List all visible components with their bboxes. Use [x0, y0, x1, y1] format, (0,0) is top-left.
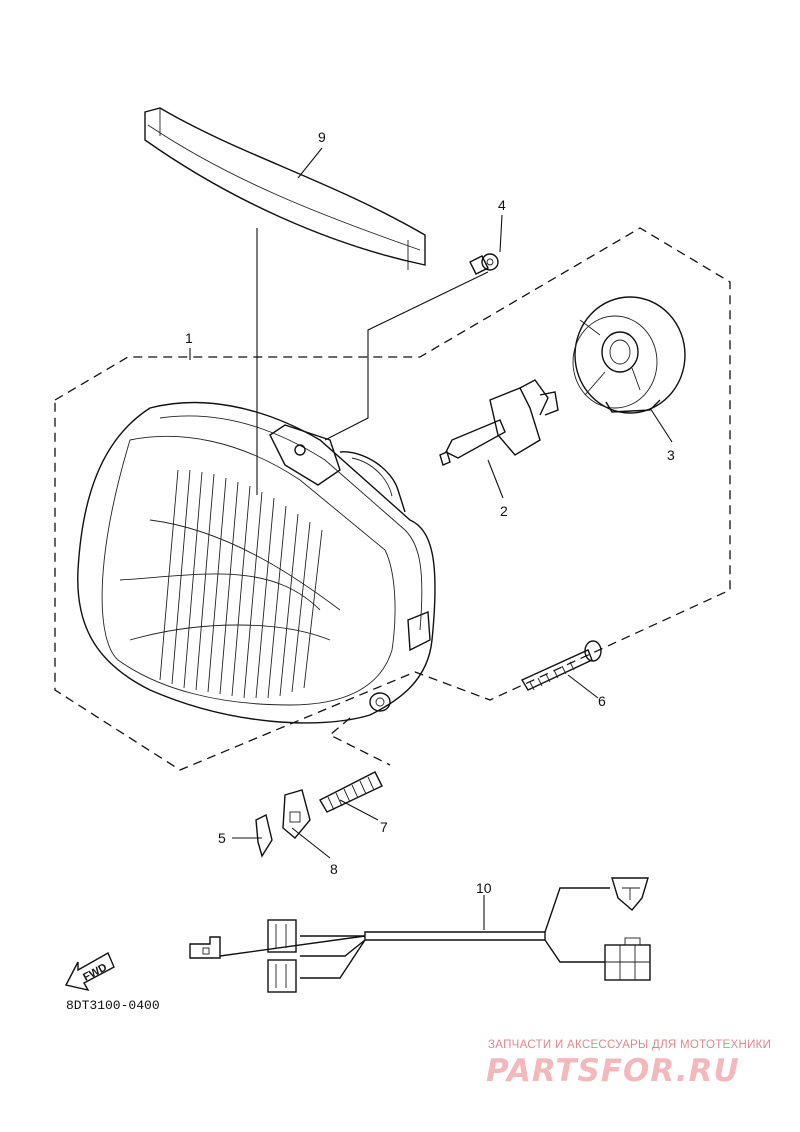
callout-labels: 9 4 1 3 2 6 7 5 8 10	[185, 129, 675, 896]
bulb-cover-part	[572, 296, 686, 414]
callout-10: 10	[476, 880, 492, 896]
wire-harness-part	[189, 877, 651, 993]
fwd-arrow-icon: FWD	[64, 952, 115, 992]
watermark: ЗАПЧАСТИ И АКСЕССУАРЫ ДЛЯ МОТОТЕХНИКИ PA…	[486, 1039, 771, 1089]
callout-8: 8	[330, 861, 338, 877]
callout-7: 7	[380, 819, 388, 835]
part-code: 8DT3100-0400	[66, 998, 160, 1013]
clip-part	[255, 813, 273, 858]
bulb-part	[439, 379, 559, 466]
nut-holder-part	[282, 789, 311, 839]
callout-3: 3	[667, 447, 675, 463]
callout-1: 1	[185, 330, 193, 346]
callout-2: 2	[500, 503, 508, 519]
bolt-part	[520, 640, 602, 691]
spring-part	[319, 771, 383, 813]
visor-part	[144, 107, 426, 270]
leader-lines	[189, 147, 673, 930]
assembly-group-outline	[54, 227, 731, 771]
fwd-label: FWD	[81, 961, 109, 983]
callout-9: 9	[318, 129, 326, 145]
bolt-group-outline	[328, 717, 391, 766]
watermark-logo: PARTSFOR.RU	[486, 1053, 740, 1089]
callout-5: 5	[218, 830, 226, 846]
screw-part	[469, 253, 499, 275]
callout-6: 6	[598, 693, 606, 709]
watermark-tagline: ЗАПЧАСТИ И АКСЕССУАРЫ ДЛЯ МОТОТЕХНИКИ	[488, 1039, 771, 1051]
callout-4: 4	[498, 197, 506, 213]
headlight-housing-part	[77, 401, 436, 724]
lens-pattern	[119, 469, 341, 699]
